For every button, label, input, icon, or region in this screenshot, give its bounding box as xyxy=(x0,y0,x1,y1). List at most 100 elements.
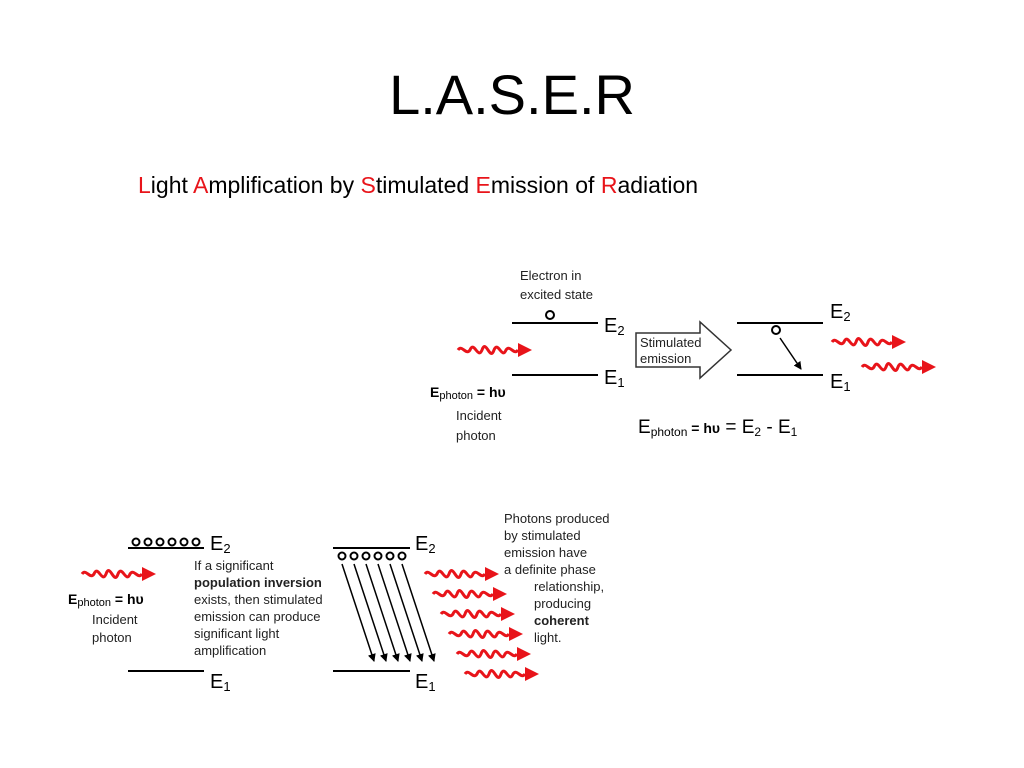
eq-minus-e: - E xyxy=(761,417,791,438)
bottom-incident-label-line1: Incident xyxy=(92,612,138,627)
top-left-e1-label: E1 xyxy=(604,366,625,395)
formula-e: E xyxy=(430,384,440,400)
decay-arrow xyxy=(401,563,436,662)
coherent-note-line7: coherent xyxy=(534,613,589,628)
word-emission: mission of xyxy=(490,172,601,198)
coherent-note-line1: Photons produced xyxy=(504,511,610,526)
laser-acronym-expansion: Light Amplification by Stimulated Emissi… xyxy=(138,170,698,200)
bottom-photon-energy-formula: Ephoton = hυ xyxy=(68,590,144,612)
electron-circle xyxy=(155,537,165,547)
energy-subscript: 2 xyxy=(617,323,625,338)
eq-sub-1: 1 xyxy=(790,425,798,439)
formula-hv: = hυ xyxy=(111,591,144,607)
electron-circle xyxy=(349,551,359,561)
coherent-arrowhead xyxy=(493,587,507,601)
stimulated-emission-arrow-line2: emission xyxy=(640,351,692,366)
population-inversion-line3: exists, then stimulated xyxy=(194,592,323,607)
coherent-note-line8: light. xyxy=(534,630,562,645)
energy-subscript: 2 xyxy=(428,541,436,556)
energy-letter: E xyxy=(415,671,429,693)
acronym-letter-s: S xyxy=(360,172,376,198)
coherent-wave-6 xyxy=(463,669,527,679)
coherent-photon-waves xyxy=(423,569,527,679)
bottom-decay-arrows xyxy=(341,563,436,662)
coherent-arrowhead xyxy=(509,627,523,641)
electron-circle xyxy=(143,537,153,547)
electron-label-line1: Electron in xyxy=(520,268,582,283)
eq-sub-2: 2 xyxy=(754,425,762,439)
formula-hv: = hυ xyxy=(473,384,506,400)
energy-subscript: 2 xyxy=(223,541,231,556)
top-right-e1-label: E1 xyxy=(830,370,851,399)
energy-letter: E xyxy=(830,371,844,393)
top-incident-label-line1: Incident xyxy=(456,408,502,423)
energy-subscript: 1 xyxy=(428,679,436,694)
decay-arrow xyxy=(377,563,412,662)
eq-photon-sub: photon xyxy=(650,425,688,439)
energy-letter: E xyxy=(210,533,224,555)
electron-circle xyxy=(385,551,395,561)
electron-circle xyxy=(361,551,371,561)
stimulated-emission-arrow-shape xyxy=(635,320,733,380)
electron-circle xyxy=(397,551,407,561)
coherent-note-line4: a definite phase xyxy=(504,562,596,577)
population-inversion-line2: population inversion xyxy=(194,575,322,590)
coherent-note-line2: by stimulated xyxy=(504,528,581,543)
bottom-right-e2-label: E2 xyxy=(415,532,436,561)
acronym-letter-a: A xyxy=(193,172,209,198)
stimulated-emission-arrow-line1: Stimulated xyxy=(640,335,702,350)
decay-arrow xyxy=(341,563,376,662)
top-incident-label-line2: photon xyxy=(456,428,496,443)
coherent-arrowhead xyxy=(485,567,499,581)
top-emitted-photon-arrowhead-2 xyxy=(922,360,936,374)
electron-circle xyxy=(179,537,189,547)
word-stimulated: timulated xyxy=(375,172,476,198)
electron-circle xyxy=(373,551,383,561)
electron-circle xyxy=(337,551,347,561)
word-amplification: mplification by xyxy=(208,172,361,198)
top-photon-energy-formula: Ephoton = hυ xyxy=(430,383,506,405)
bottom-incident-label-line2: photon xyxy=(92,630,132,645)
top-emitted-photon-wave-1 xyxy=(830,337,894,347)
energy-subscript: 1 xyxy=(843,379,851,394)
acronym-letter-l: L xyxy=(138,172,151,198)
coherent-wave-1 xyxy=(423,569,487,579)
energy-subscript: 2 xyxy=(843,309,851,324)
eq-e: E xyxy=(638,417,651,438)
bottom-left-electron-row xyxy=(131,537,201,547)
electron-circle xyxy=(167,537,177,547)
electron-label-line2: excited state xyxy=(520,287,593,302)
bottom-right-electron-row xyxy=(337,551,407,561)
top-excited-electron xyxy=(545,310,555,320)
photon-energy-equation: Ephoton = hυ = E2 - E1 xyxy=(638,416,797,444)
bottom-incident-photon-arrowhead xyxy=(142,567,156,581)
top-incident-photon-arrowhead xyxy=(518,343,532,357)
electron-circle xyxy=(131,537,141,547)
top-emitted-photon-wave-2 xyxy=(860,362,924,372)
page-title: L.A.S.E.R xyxy=(389,63,635,126)
energy-letter: E xyxy=(604,315,618,337)
bottom-right-e1-label: E1 xyxy=(415,670,436,699)
energy-letter: E xyxy=(415,533,429,555)
coherent-wave-2 xyxy=(431,589,495,599)
eq-equals-e: = E xyxy=(720,417,755,438)
electron-circle xyxy=(191,537,201,547)
bottom-left-e2-label: E2 xyxy=(210,532,231,561)
decay-arrow xyxy=(389,563,424,662)
decay-arrow xyxy=(353,563,388,662)
word-radiation: adiation xyxy=(617,172,699,198)
bottom-incident-photon-wave xyxy=(80,569,144,579)
word-light: ight xyxy=(150,172,194,198)
top-right-electron xyxy=(771,325,781,335)
energy-subscript: 1 xyxy=(617,375,625,390)
coherent-arrowhead xyxy=(517,647,531,661)
top-left-e2-label: E2 xyxy=(604,314,625,343)
top-emitted-photon-arrowhead-1 xyxy=(892,335,906,349)
population-inversion-line4: emission can produce xyxy=(194,609,321,624)
top-incident-photon-wave xyxy=(456,345,520,355)
coherent-note-line3: emission have xyxy=(504,545,588,560)
energy-letter: E xyxy=(604,367,618,389)
energy-subscript: 1 xyxy=(223,679,231,694)
eq-hv: = hυ xyxy=(687,420,721,436)
